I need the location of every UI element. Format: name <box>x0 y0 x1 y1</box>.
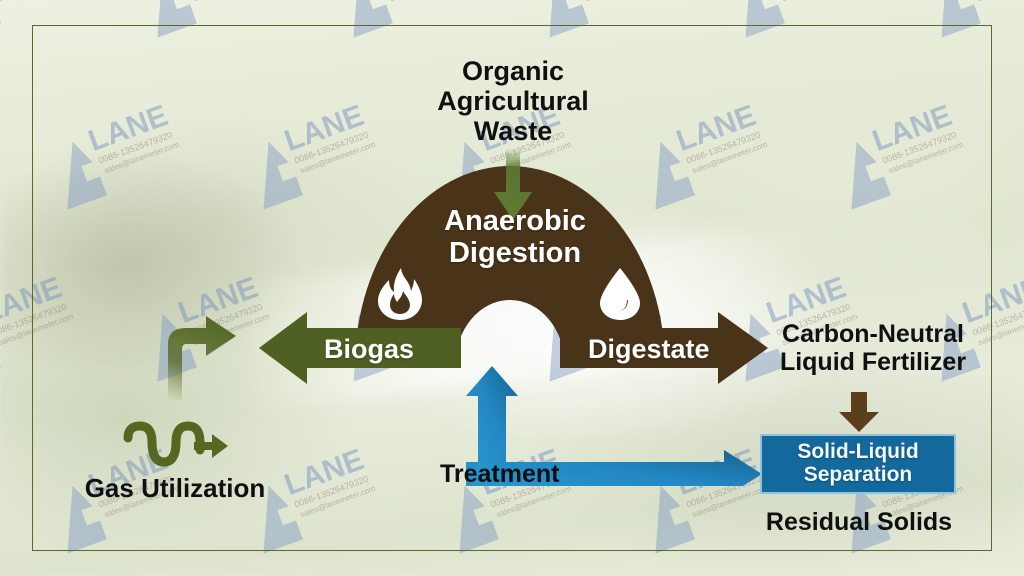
residual-solids-label: Residual Solids <box>765 508 953 536</box>
gas-utilization-label: Gas Utilization <box>84 473 266 503</box>
biogas-arrow <box>259 312 461 389</box>
organic-waste-input-arrow <box>494 148 532 225</box>
digestate-arrow <box>560 312 768 389</box>
water-droplet-icon <box>598 268 642 325</box>
liquid-fertilizer-label: Carbon-Neutral Liquid Fertilizer <box>779 320 967 376</box>
biogas-label: Biogas <box>324 334 415 364</box>
solid-liquid-separation-box: Solid-Liquid Separation <box>760 434 956 494</box>
gas-utilization-arrow <box>160 316 236 405</box>
treatment-label: Treatment <box>440 460 560 488</box>
treatment-arrow <box>466 366 762 498</box>
flame-icon <box>378 268 422 325</box>
organic-waste-label: Organic Agricultural Waste <box>437 56 589 147</box>
digestate-label: Digestate <box>588 334 710 364</box>
anaerobic-digestion-label: Anaerobic Digestion <box>444 205 586 270</box>
border-frame <box>32 25 992 551</box>
solid-liquid-separation-label: Solid-Liquid Separation <box>797 440 919 486</box>
wavy-gas-arrow-icon <box>120 420 230 485</box>
fertilizer-to-separation-arrow <box>839 392 879 437</box>
